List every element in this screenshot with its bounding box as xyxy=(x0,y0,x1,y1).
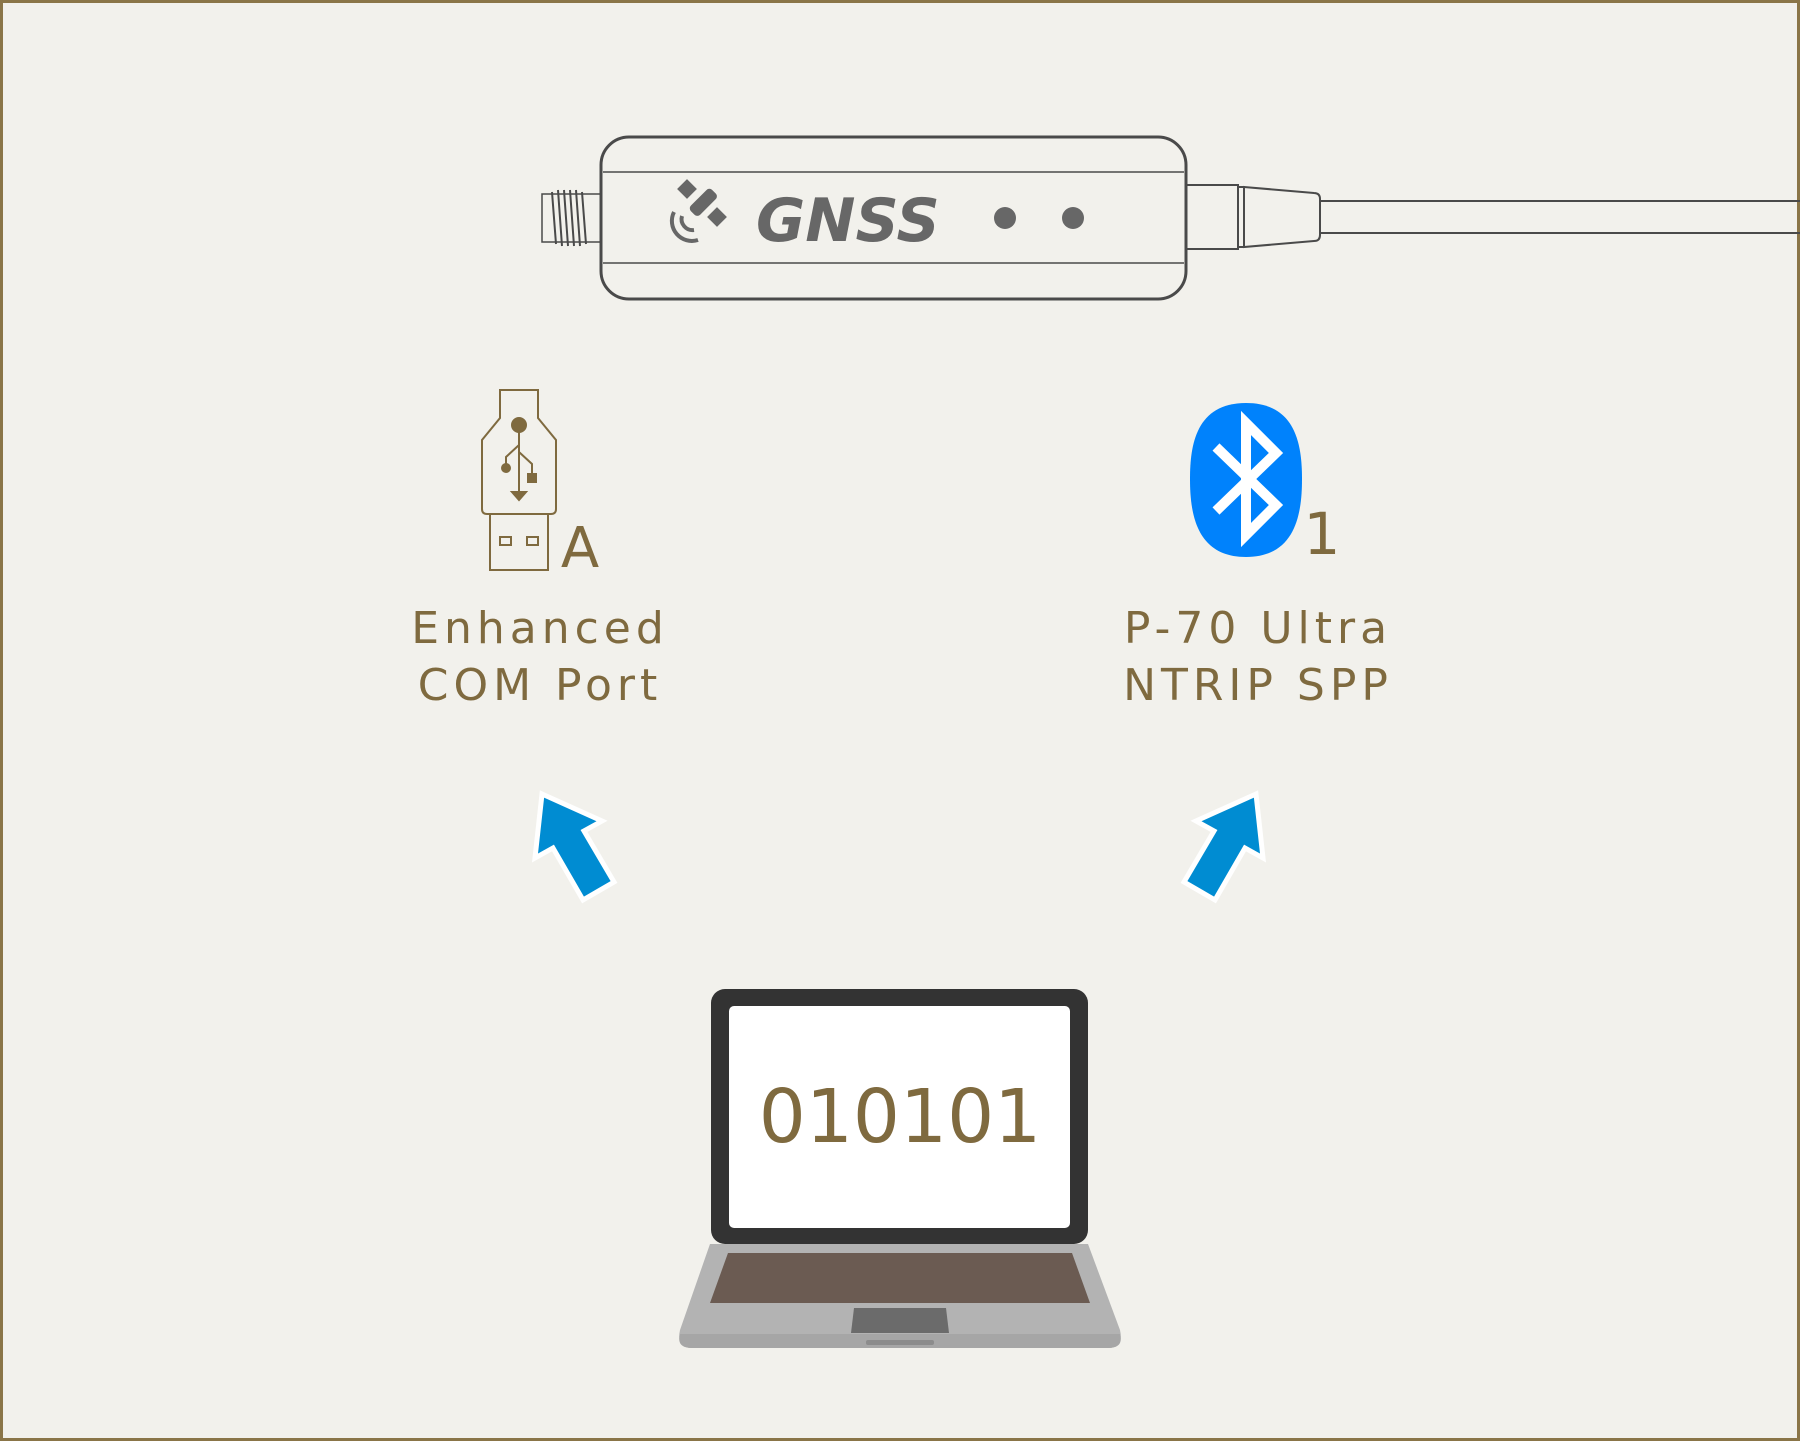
arrow-to-usb xyxy=(531,790,618,904)
arrow-to-bluetooth xyxy=(1180,790,1267,904)
bluetooth-connection: 1 P-70 Ultra NTRIP SPP xyxy=(1123,403,1393,711)
bluetooth-label-line2: NTRIP SPP xyxy=(1123,660,1393,711)
bluetooth-index: 1 xyxy=(1304,500,1341,568)
usb-connector-type: A xyxy=(561,516,599,581)
laptop-touchpad xyxy=(851,1308,949,1333)
status-led-1 xyxy=(994,207,1016,229)
usb-label-line1: Enhanced xyxy=(411,603,669,654)
bluetooth-icon xyxy=(1190,403,1302,557)
laptop-screen xyxy=(729,1006,1070,1228)
receiver-body xyxy=(599,135,1188,301)
usb-connection: A Enhanced COM Port xyxy=(411,389,669,711)
receiver-brand: GNSS xyxy=(756,186,940,256)
usb-label-line2: COM Port xyxy=(418,660,663,711)
laptop-keyboard xyxy=(710,1253,1090,1303)
screen-text: 010101 xyxy=(759,1074,1042,1160)
gnss-receiver: GNSS xyxy=(541,135,1800,301)
status-led-2 xyxy=(1062,207,1084,229)
laptop: 010101 xyxy=(679,989,1121,1348)
usb-icon xyxy=(481,389,557,571)
antenna-connector xyxy=(541,189,603,247)
bluetooth-label-line1: P-70 Ultra xyxy=(1124,603,1392,654)
